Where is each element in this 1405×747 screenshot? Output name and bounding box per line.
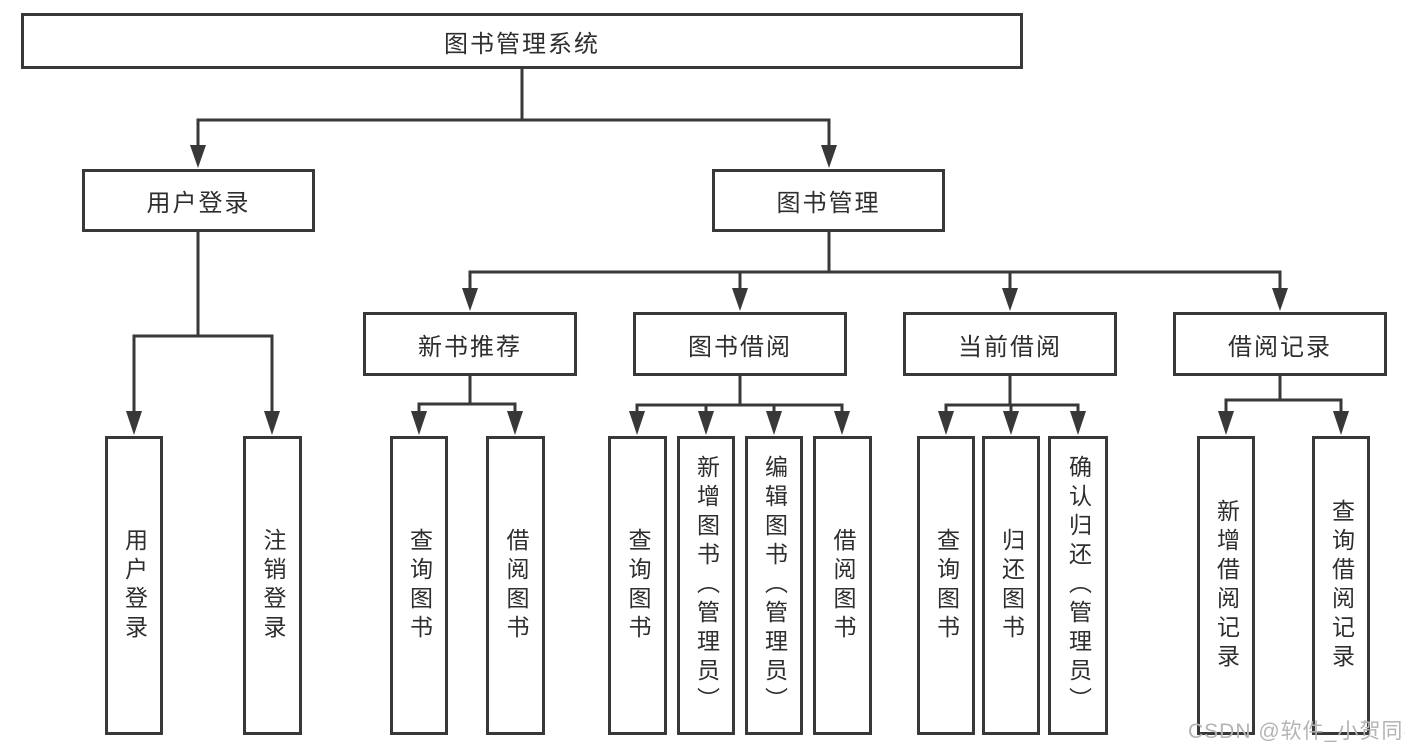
leaf-user-login-label: 用户登录 [121,527,148,644]
leaf-borrow-books-2-label: 借阅图书 [830,527,856,644]
node-user-login-label: 用户登录 [146,190,251,217]
leaf-query-borrow-record: 查询借阅记录 [1312,436,1370,735]
leaf-confirm-return-admin-label: 确认归还（管理员） [1065,455,1092,716]
node-borrow-records: 借阅记录 [1173,312,1387,376]
leaf-borrow-books-2: 借阅图书 [813,436,872,735]
leaf-edit-book-admin: 编辑图书（管理员） [745,436,803,735]
leaf-user-login: 用户登录 [105,436,163,735]
leaf-borrow-books-1-label: 借阅图书 [503,527,529,644]
leaf-add-book-admin: 新增图书（管理员） [677,436,735,735]
node-new-book-recommend-label: 新书推荐 [418,333,522,361]
leaf-borrow-books-1: 借阅图书 [486,436,545,735]
leaf-query-books-2-label: 查询图书 [625,527,651,644]
node-root-label: 图书管理系统 [444,30,600,58]
leaf-return-book: 归还图书 [982,436,1040,735]
leaf-query-books-3: 查询图书 [917,436,975,735]
leaf-add-borrow-record: 新增借阅记录 [1197,436,1255,735]
node-current-borrow-label: 当前借阅 [958,333,1062,361]
leaf-query-books-1: 查询图书 [390,436,448,735]
node-new-book-recommend: 新书推荐 [363,312,577,376]
leaf-logout-label: 注销登录 [260,527,286,644]
leaf-confirm-return-admin: 确认归还（管理员） [1048,436,1108,735]
node-borrow-records-label: 借阅记录 [1228,333,1332,361]
leaf-query-books-2: 查询图书 [608,436,667,735]
node-book-borrow: 图书借阅 [633,312,847,376]
leaf-logout: 注销登录 [243,436,302,735]
node-book-management: 图书管理 [712,169,945,232]
node-current-borrow: 当前借阅 [903,312,1117,376]
csdn-watermark: CSDN @软件_小贺同学 [1188,720,1405,743]
leaf-query-books-3-label: 查询图书 [933,527,960,644]
node-root: 图书管理系统 [21,13,1023,69]
arrowheads [126,145,1349,435]
leaf-add-borrow-record-label: 新增借阅记录 [1213,498,1240,673]
node-user-login: 用户登录 [82,169,315,232]
node-book-borrow-label: 图书借阅 [688,333,792,361]
leaf-return-book-label: 归还图书 [998,527,1025,644]
leaf-add-book-admin-label: 新增图书（管理员） [693,455,720,716]
leaf-edit-book-admin-label: 编辑图书（管理员） [761,455,788,716]
leaf-query-books-1-label: 查询图书 [406,527,433,644]
node-book-management-label: 图书管理 [776,190,881,217]
leaf-query-borrow-record-label: 查询借阅记录 [1328,498,1355,673]
